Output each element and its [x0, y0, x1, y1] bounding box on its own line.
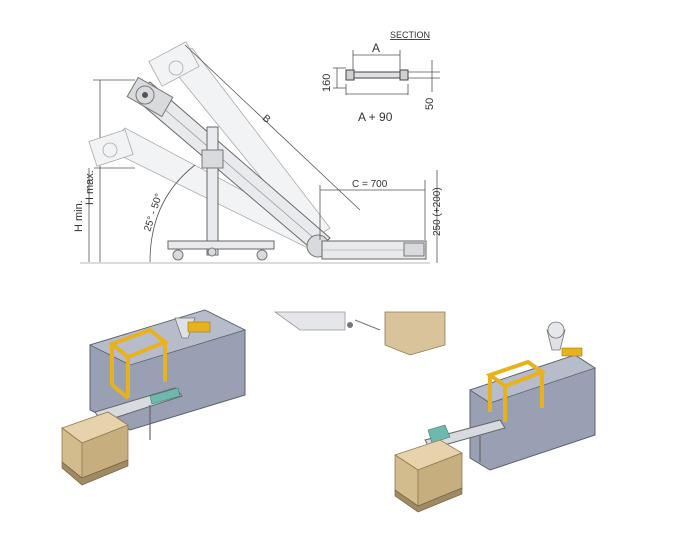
conveyor-max-position [148, 41, 331, 241]
b-label: B [260, 113, 272, 126]
conveyor-side-view: H max. H min. B 25° - 50° [73, 41, 443, 264]
main-conveyor [126, 76, 331, 258]
pallet-box-left [61, 411, 129, 486]
dim-160-label: 160 [321, 74, 333, 92]
drive-motor [126, 76, 174, 118]
height-250-label: 250 (+200) [432, 187, 443, 236]
h-min-label: H min. [73, 200, 85, 232]
horizontal-infeed [321, 240, 427, 260]
guard-frame-right [485, 359, 547, 422]
dim-a-plus-90-label: A + 90 [358, 110, 393, 124]
c-label: C = 700 [352, 179, 388, 190]
pallet-box-right [394, 439, 463, 513]
section-profile [351, 71, 403, 79]
angle-label: 25° - 50° [142, 192, 165, 233]
h-max-label: H max. [84, 170, 96, 205]
section-title: SECTION [390, 30, 430, 40]
guard-frame-left [108, 327, 169, 400]
support-stand [167, 126, 275, 261]
dim-a-label: A [372, 41, 380, 55]
section-detail: SECTION A 160 50 A + 90 [321, 30, 440, 124]
installation-scene-right [394, 321, 596, 513]
cropped-scene-center [273, 311, 446, 356]
dim-50-label: 50 [424, 98, 436, 110]
installation-scene-left [61, 309, 247, 486]
